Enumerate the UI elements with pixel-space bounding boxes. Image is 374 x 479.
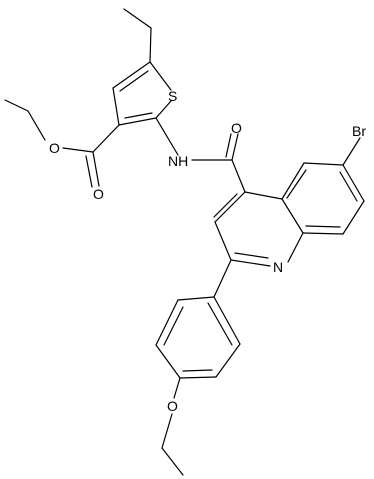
bond bbox=[214, 221, 232, 261]
bond bbox=[124, 112, 153, 119]
phenoxy-oxygen-label: O bbox=[167, 398, 178, 414]
bond bbox=[112, 61, 151, 89]
amide-nh-label: NH bbox=[168, 153, 188, 169]
ester-carbonyl-oxygen-label: O bbox=[93, 186, 104, 202]
amide-oxygen-label: O bbox=[231, 120, 242, 136]
bond bbox=[342, 200, 365, 235]
bond bbox=[119, 70, 149, 92]
sulfur-atom-label: S bbox=[168, 88, 177, 104]
bond bbox=[118, 117, 157, 126]
bond bbox=[225, 133, 232, 158]
bond bbox=[213, 259, 232, 298]
bond bbox=[213, 193, 238, 218]
bond bbox=[173, 377, 181, 399]
bromine-atom-label: Br bbox=[352, 123, 366, 139]
bond bbox=[155, 299, 179, 346]
bond bbox=[161, 413, 173, 449]
bond bbox=[339, 171, 358, 202]
bond bbox=[149, 61, 172, 91]
bond bbox=[92, 151, 100, 187]
bond bbox=[214, 191, 246, 223]
bond bbox=[230, 259, 271, 267]
bond bbox=[231, 159, 246, 193]
bond bbox=[207, 302, 233, 346]
bond bbox=[342, 164, 365, 202]
bond bbox=[303, 162, 344, 166]
bond bbox=[123, 8, 152, 29]
bond bbox=[305, 225, 341, 228]
bond bbox=[177, 296, 215, 301]
bond bbox=[244, 191, 283, 200]
bond bbox=[179, 376, 217, 379]
ester-ether-oxygen-label: O bbox=[49, 140, 60, 156]
bond bbox=[281, 162, 305, 200]
bond bbox=[62, 147, 94, 153]
bond bbox=[286, 169, 307, 199]
atom-labels: S NH O O O Br N O bbox=[49, 88, 366, 414]
bond bbox=[281, 198, 304, 234]
quinoline-nitrogen-label: N bbox=[273, 259, 283, 275]
bond bbox=[155, 100, 172, 119]
bond bbox=[163, 306, 184, 346]
bond bbox=[85, 155, 93, 188]
bond-lines bbox=[4, 8, 365, 476]
bond bbox=[287, 232, 304, 263]
bond bbox=[231, 133, 239, 161]
bond bbox=[92, 124, 120, 153]
bond bbox=[215, 343, 241, 378]
bond bbox=[27, 110, 46, 141]
bond bbox=[302, 232, 344, 235]
bond bbox=[4, 99, 29, 112]
bond bbox=[234, 252, 269, 259]
bond bbox=[342, 137, 361, 166]
bond bbox=[149, 27, 152, 63]
bond bbox=[161, 447, 184, 476]
bond bbox=[213, 296, 241, 345]
bond bbox=[182, 369, 213, 372]
bond bbox=[155, 117, 179, 156]
bond bbox=[155, 344, 181, 379]
bond bbox=[112, 87, 120, 126]
